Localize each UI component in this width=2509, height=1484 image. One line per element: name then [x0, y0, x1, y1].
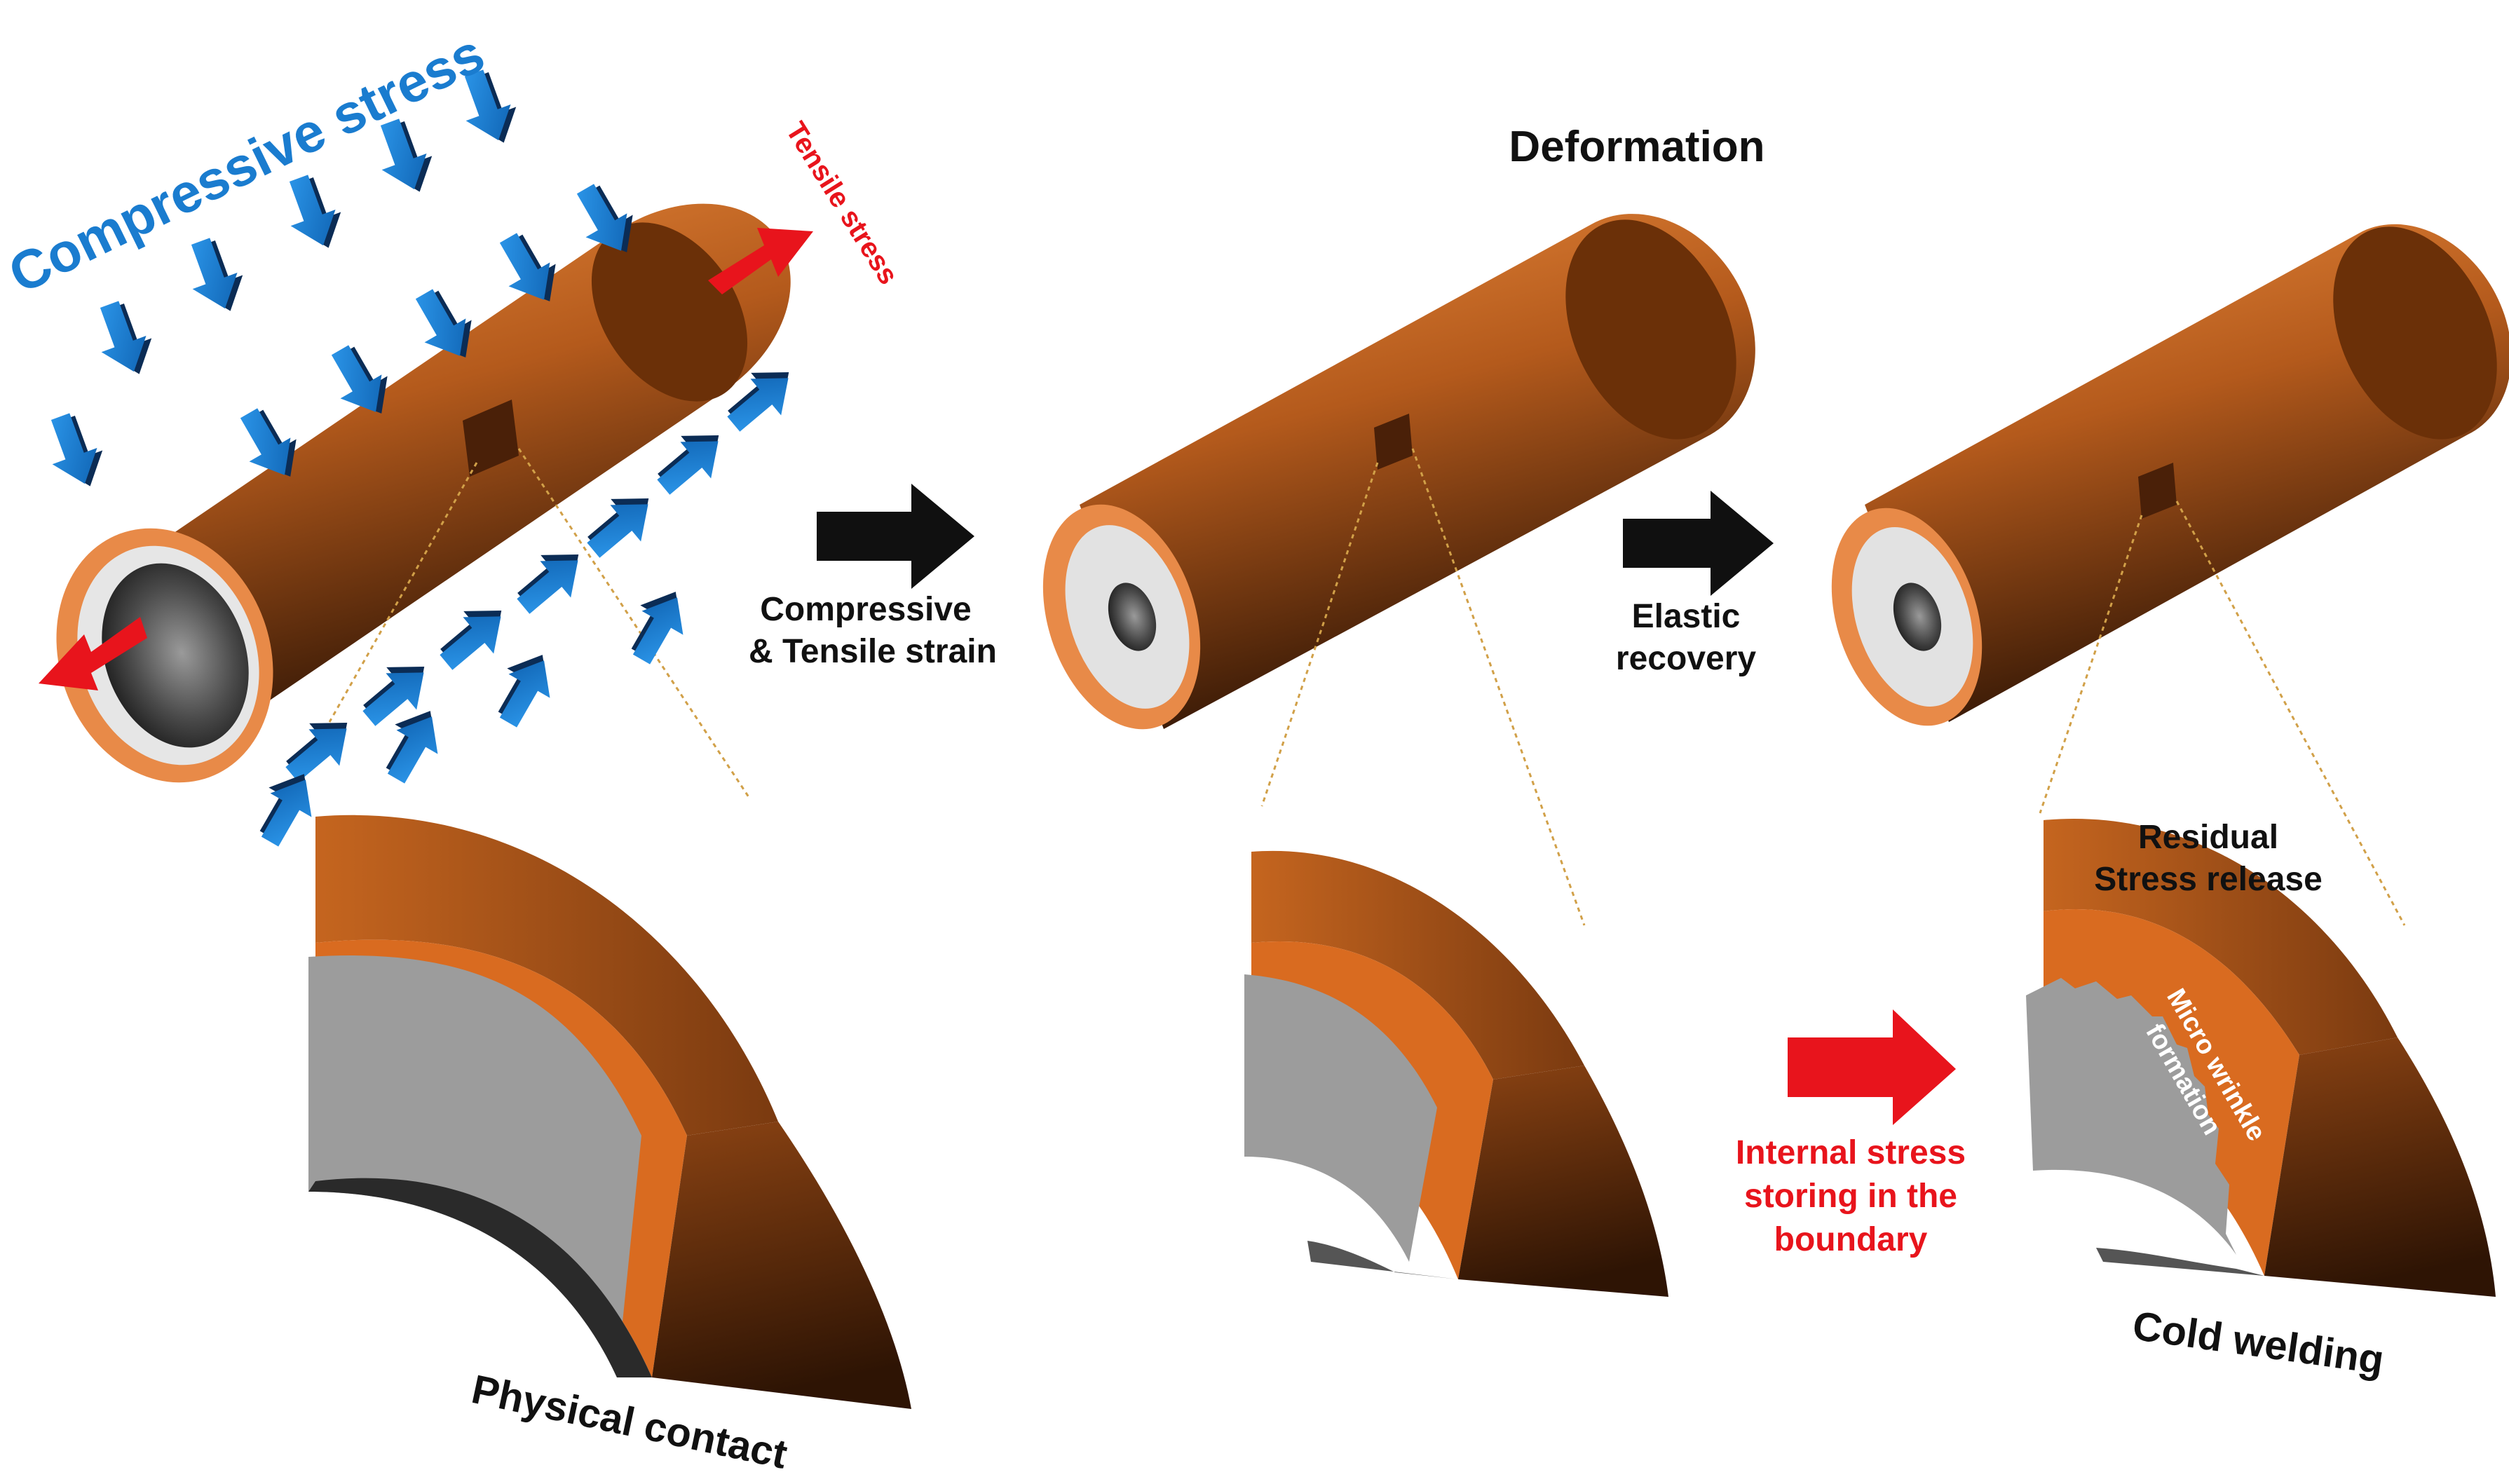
- recovered-cylinder: [1831, 224, 2509, 926]
- deformation-title: Deformation: [1509, 123, 1765, 171]
- cold-welding-label: Cold welding: [2130, 1303, 2386, 1384]
- elastic-recovery-label-2: recovery: [1616, 640, 1756, 677]
- process-arrow-2: [1623, 491, 1774, 596]
- compressive-strain-label-1: Compressive: [760, 591, 971, 628]
- deformed-cylinder: [1042, 214, 1755, 926]
- internal-stress-label-1: Internal stress: [1736, 1134, 1966, 1171]
- cold-welding-block: [2026, 818, 2496, 1297]
- compressive-strain-label-2: & Tensile strain: [749, 633, 997, 670]
- internal-stress-label-3: boundary: [1774, 1221, 1928, 1258]
- elastic-recovery-label-1: Elastic: [1632, 598, 1741, 635]
- physical-contact-block: [308, 815, 911, 1409]
- process-arrow-1: [817, 484, 974, 589]
- internal-stress-arrow: [1788, 1009, 1956, 1125]
- residual-label-1: Residual: [2138, 819, 2278, 856]
- middle-zoom-block: [1244, 850, 1668, 1297]
- stressed-cylinder: [56, 203, 791, 800]
- internal-stress-label-2: storing in the: [1744, 1178, 1957, 1215]
- tensile-arrows: [39, 228, 813, 690]
- residual-label-2: Stress release: [2094, 861, 2323, 898]
- tensile-stress-label: Tensile stress: [780, 116, 904, 290]
